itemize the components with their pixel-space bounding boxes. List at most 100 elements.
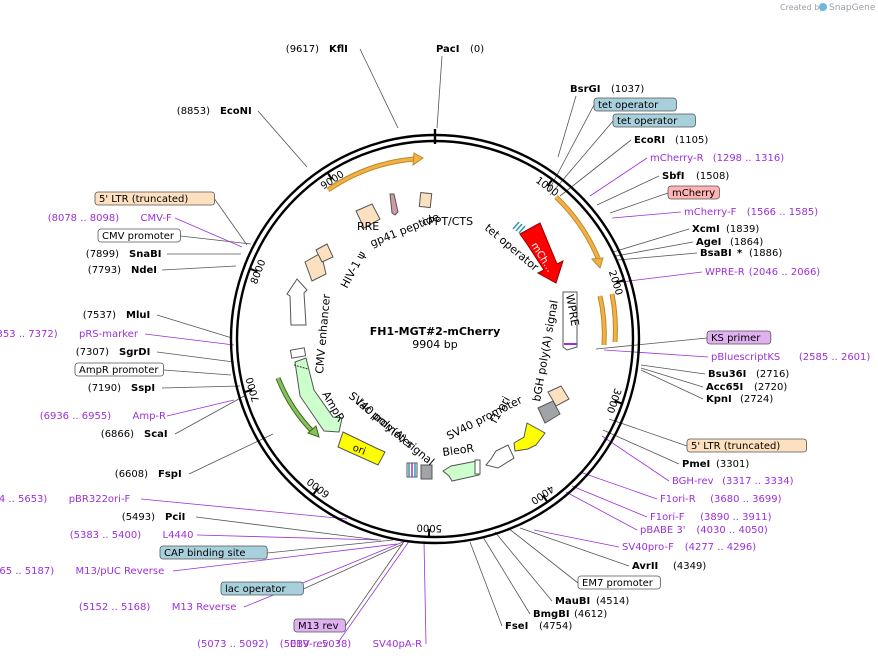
site-position: (6866) xyxy=(101,429,134,440)
map-label: L4440 (5383 .. 5400) xyxy=(70,530,194,541)
primer-position: (2046 .. 2066) xyxy=(749,267,821,278)
site-name: NdeI xyxy=(131,265,157,276)
map-label: F1ori-R(3680 .. 3699) xyxy=(660,494,782,505)
map-label: ScaI(6866) xyxy=(101,429,168,440)
map-label: M13 rev xyxy=(293,618,346,633)
tick-label: 1000 xyxy=(533,175,560,199)
map-label: SgrDI (7307) xyxy=(76,347,151,358)
map-label: CMV-F(8078 .. 8098) xyxy=(48,213,172,224)
map-label: KS primer xyxy=(706,330,772,345)
site-name: BsaBI xyxy=(700,248,732,259)
map-label: FspI(6608) xyxy=(115,469,182,480)
site-position: (7190) xyxy=(88,383,121,394)
site-position: (2716) xyxy=(756,369,789,380)
site-position: (1105) xyxy=(675,135,708,146)
map-label: MauBI (4514) xyxy=(555,596,629,607)
map-label: WPRE-R (2046 .. 2066) xyxy=(705,267,820,278)
map-label: BmgBI(4612) xyxy=(533,609,607,620)
site-name: AvrII xyxy=(632,561,658,572)
wpre-box xyxy=(562,291,578,351)
rre-box xyxy=(355,203,381,229)
map-label: CAP binding site xyxy=(159,545,268,560)
label-sv40-promoter: SV40 promoter xyxy=(444,393,524,443)
plasmid-length: 9904 bp xyxy=(412,338,457,351)
credit-text: Created by xyxy=(780,3,824,12)
map-label: BsaBI*(1886) xyxy=(700,248,782,259)
ampr-arrow xyxy=(294,357,343,433)
primer-position: (2585 .. 2601) xyxy=(799,352,871,363)
map-label: AvrII (4349) xyxy=(632,561,706,572)
primer-name: F1ori-R xyxy=(660,494,696,505)
site-name: SgrDI xyxy=(119,347,150,358)
primer-position: (5383 .. 5400) xyxy=(70,530,142,541)
map-label: PacI(0) xyxy=(436,44,484,55)
site-position: (4514) xyxy=(596,596,629,607)
gp41-arrow xyxy=(389,193,399,216)
em7-box xyxy=(474,459,481,475)
feature-arc-ampr-fill xyxy=(276,377,316,435)
map-label: Bsu36I(2716) xyxy=(708,369,789,380)
feature-box-label: AmpR promoter xyxy=(79,365,159,376)
site-star: * xyxy=(737,248,743,259)
primer-position: (3890 .. 3911) xyxy=(700,512,772,523)
site-name: Acc65I xyxy=(706,382,743,393)
map-label: KpnI(2724) xyxy=(706,394,773,405)
tick-mark xyxy=(542,494,549,503)
label-bgh-polya: bGH poly(A) signal xyxy=(530,299,561,402)
feature-box-label: tet operator xyxy=(598,100,659,111)
feature-arc-tet-fill xyxy=(554,195,600,259)
map-label: SbfI(1508) xyxy=(662,171,729,182)
map-label: SV40pA-R(5019 .. 5038) xyxy=(280,639,422,650)
site-position: (3301) xyxy=(716,459,749,470)
label-leader-lines xyxy=(140,48,709,645)
map-label: NdeI(7793) xyxy=(88,265,157,276)
primer-name: SV40pA-R xyxy=(373,639,422,650)
feature-box-label: tet operator xyxy=(617,116,678,127)
primer-name: mCherry-R xyxy=(650,153,704,164)
primer-name: L4440 xyxy=(163,530,194,541)
label-rre: RRE xyxy=(357,220,379,233)
primer-name: pBABE 3' xyxy=(640,525,686,536)
primer-name: WPRE-R xyxy=(705,267,745,278)
site-position: (4349) xyxy=(673,561,706,572)
primer-name: BGH-rev xyxy=(672,476,714,487)
sv40-promoter-arrow xyxy=(485,444,515,469)
site-position: (9617) xyxy=(286,44,319,55)
feature-box xyxy=(74,362,164,377)
site-name: MauBI xyxy=(555,596,590,607)
primer-position: (6936 .. 6955) xyxy=(40,411,112,422)
site-position: (1508) xyxy=(696,171,729,182)
ori-label: ori xyxy=(351,443,367,458)
primer-position: (1298 .. 1316) xyxy=(713,153,785,164)
feature-box xyxy=(293,618,346,633)
sv40-polya-box xyxy=(420,464,433,480)
tick-mark xyxy=(243,388,253,394)
feature-box xyxy=(686,438,807,453)
primer-position: (5634 .. 5653) xyxy=(0,494,47,505)
map-label: SV40pro-F(4277 .. 4296) xyxy=(622,542,756,553)
lac-marks xyxy=(408,463,416,477)
site-position: (7307) xyxy=(76,347,109,358)
primer-name: F1ori-F xyxy=(650,512,685,523)
feature-box-label: 5' LTR (truncated) xyxy=(691,441,780,452)
site-position: (7899) xyxy=(86,249,119,260)
ampr-promoter-box xyxy=(289,347,307,359)
site-position: (1037) xyxy=(611,84,644,95)
site-name: KflI xyxy=(329,44,348,55)
snapgene-logo-icon xyxy=(819,3,827,11)
primer-name: mCherry-F xyxy=(684,207,737,218)
label-cppt-cts: cPPT/CTS xyxy=(422,215,473,228)
primer-position: (5073 .. 5092) xyxy=(197,639,269,650)
site-name: PmeI xyxy=(682,459,710,470)
map-label: 5' LTR (truncated) xyxy=(94,191,215,206)
feature-box-label: 5' LTR (truncated) xyxy=(99,194,188,205)
primer-position: (4030 .. 4050) xyxy=(696,525,768,536)
primer-position: (1566 .. 1585) xyxy=(747,207,819,218)
map-label: pRS-marker(7353 .. 7372) xyxy=(0,329,139,340)
plasmid-name: FH1-MGT#2-mCherry xyxy=(370,325,501,338)
feature-box-label: EM7 promoter xyxy=(582,578,654,589)
outer-labels: KflI(9617)PacI(0)EcoNI(8853)BsrGI(1037)t… xyxy=(0,44,870,650)
cppt-box xyxy=(418,191,433,209)
label-wpre: WPRE xyxy=(563,293,581,327)
feature-arc-tet xyxy=(554,195,601,259)
